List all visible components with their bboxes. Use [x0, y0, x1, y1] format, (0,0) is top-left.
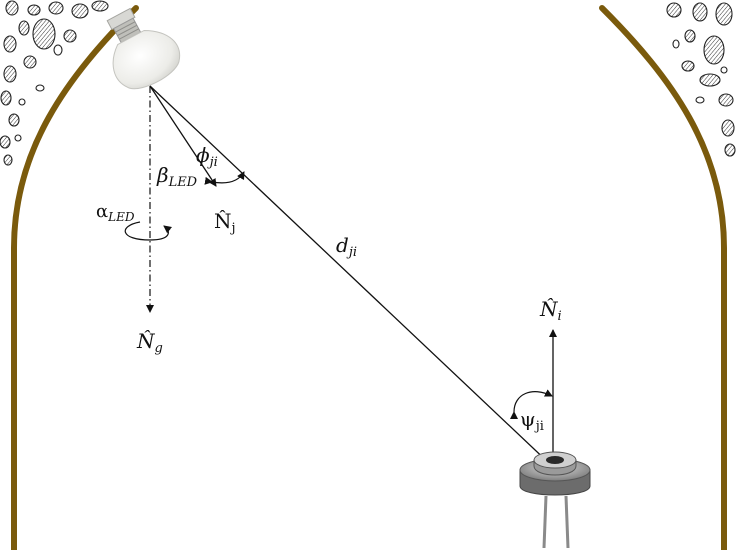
- line-of-sight: [149, 85, 553, 467]
- arch-wall: [11, 5, 139, 550]
- alpha-label: αLED: [96, 201, 135, 224]
- beta-label-sub: LED: [168, 175, 198, 190]
- psi-label-base: ψ: [520, 407, 536, 431]
- normal-ground-label: N̂g: [136, 329, 163, 356]
- psi-label: ψji: [520, 407, 544, 434]
- alpha-label-base: α: [96, 201, 108, 222]
- beta-label: βLED: [156, 163, 198, 190]
- photodiode: [519, 451, 591, 549]
- arch-wall-right: [599, 5, 727, 550]
- normal-led-label: N̂j: [214, 209, 236, 236]
- stone-texture-left-hollow: [14, 44, 63, 142]
- normal-receiver-label-base: N̂: [539, 297, 559, 321]
- normal-ground-label-sub: g: [155, 341, 163, 356]
- phi-label-base: ϕ: [196, 143, 210, 167]
- distance-label-sub: ji: [346, 245, 357, 260]
- normal-ground-label-base: N̂: [136, 329, 156, 353]
- phi-label-sub: ji: [207, 155, 218, 170]
- alpha-rotation-arc: [124, 221, 172, 241]
- normal-led-line: [149, 85, 217, 187]
- distance-label-base: d: [336, 233, 349, 257]
- psi-label-sub: ji: [534, 419, 544, 434]
- stone-texture-right-hollow: [672, 39, 728, 104]
- phi-label: ϕji: [196, 143, 218, 170]
- normal-led-label-sub: j: [230, 221, 236, 236]
- beta-label-base: β: [156, 163, 169, 187]
- stone-texture-left: [0, 0, 109, 166]
- alpha-label-sub: LED: [107, 210, 135, 224]
- normal-receiver-label-sub: i: [558, 309, 562, 324]
- normal-led-label-base: N̂: [214, 209, 232, 233]
- stone-texture-right: [666, 2, 736, 157]
- led-bulb: [106, 7, 181, 90]
- normal-receiver-label: N̂i: [539, 297, 562, 324]
- phi-angle-arc: [204, 171, 245, 185]
- psi-angle-arc: [509, 389, 553, 420]
- distance-label: dji: [336, 233, 357, 260]
